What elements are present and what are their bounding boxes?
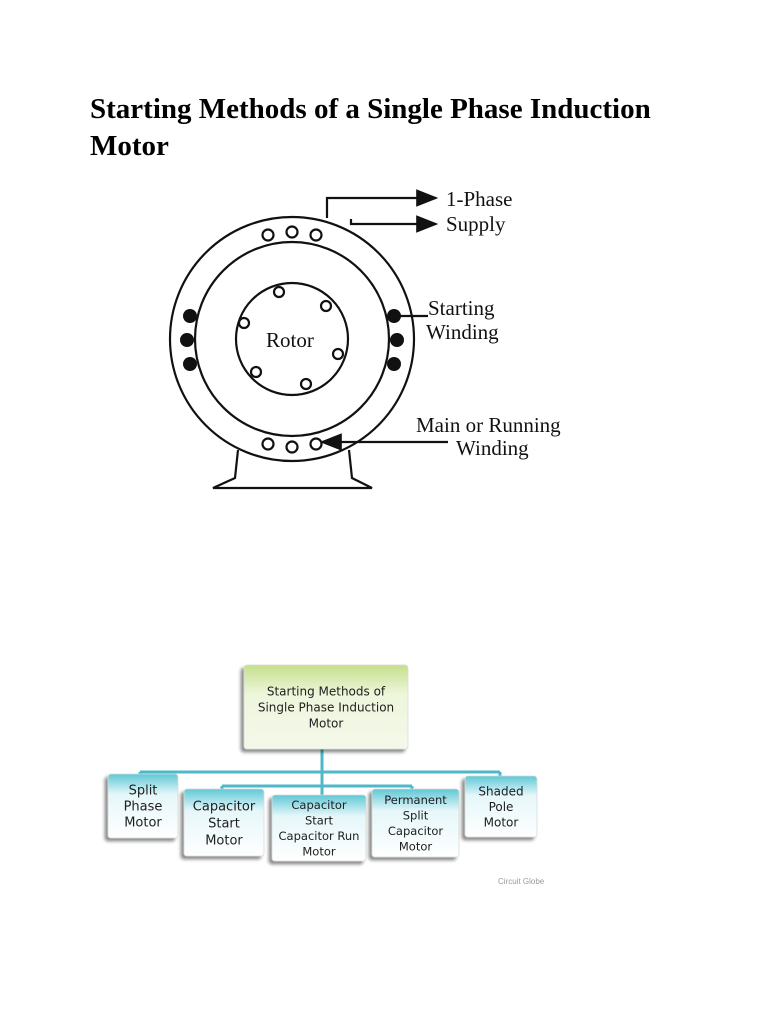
main-winding-slot — [285, 440, 299, 454]
starting-winding-label: Winding — [426, 320, 499, 344]
chart-child-box-label: Motor — [124, 815, 162, 830]
starting-winding-slot — [180, 333, 194, 347]
starting-winding-slot — [183, 309, 197, 323]
chart-root-box: Starting Methods of Single Phase Inductio… — [243, 664, 409, 750]
single-phase-motor-diagram: 1-Phase Supply Starting Winding Rotor Ma… — [168, 187, 561, 490]
watermark: Circuit Globe — [498, 877, 545, 886]
supply-lead — [349, 215, 439, 233]
rotor-slot — [249, 365, 263, 379]
chart-child-box-label: Motor — [399, 840, 433, 854]
chart-child-box-label: Split — [129, 783, 158, 798]
chart-child-box-label: Start — [208, 816, 240, 831]
starting-winding-slot — [387, 357, 401, 371]
rotor-slot — [331, 347, 345, 361]
chart-child-box-label: Capacitor — [388, 824, 443, 838]
rotor-slot — [237, 316, 251, 330]
main-winding-label: Winding — [456, 436, 529, 460]
main-winding-slot — [285, 225, 299, 239]
chart-child-box-label: Permanent — [384, 793, 447, 807]
chart-child-box-label: Motor — [302, 845, 336, 859]
stator-inner-ring — [193, 240, 391, 438]
starting-winding-label: Starting — [428, 296, 495, 320]
main-winding-label: Main or Running — [416, 413, 561, 437]
main-winding-slot — [309, 228, 323, 242]
chart-child-box-label: Start — [305, 814, 334, 828]
page-title: Starting Methods of a Single Phase Induc… — [90, 93, 651, 162]
chart-root-box-label: Motor — [309, 716, 344, 730]
chart-child-box-label: Capacitor — [193, 799, 256, 814]
chart-root-box-label: Starting Methods of — [267, 684, 386, 698]
starting-winding-slot — [387, 309, 401, 323]
starting-winding-slot — [390, 333, 404, 347]
chart-child-box-label: Pole — [489, 800, 514, 814]
rotor-slot — [299, 377, 313, 391]
starting-winding-slot — [183, 357, 197, 371]
chart-child-box-label: Capacitor Run — [279, 829, 360, 843]
supply-label: Supply — [446, 212, 506, 236]
rotor-slot — [272, 285, 286, 299]
motor-base — [212, 449, 373, 490]
chart-child-box-label: Shaded — [478, 784, 523, 798]
stator-outer-ring — [168, 215, 416, 463]
chart-child-box-label: Split — [403, 809, 429, 823]
rotor-label: Rotor — [266, 328, 314, 352]
rotor-slot — [319, 299, 333, 313]
rotor-circle — [234, 281, 350, 397]
supply-label: 1-Phase — [446, 187, 513, 211]
supply-lead — [325, 189, 439, 218]
chart-child-box-label: Motor — [205, 833, 243, 848]
chart-child-box-label: Motor — [484, 815, 519, 829]
chart-child-box-label: Capacitor — [291, 798, 346, 812]
chart-root-box-label: Single Phase Induction — [258, 700, 394, 714]
chart-child-box-label: Phase — [124, 799, 163, 814]
main-winding-slot — [261, 228, 275, 242]
main-winding-slot — [261, 437, 275, 451]
